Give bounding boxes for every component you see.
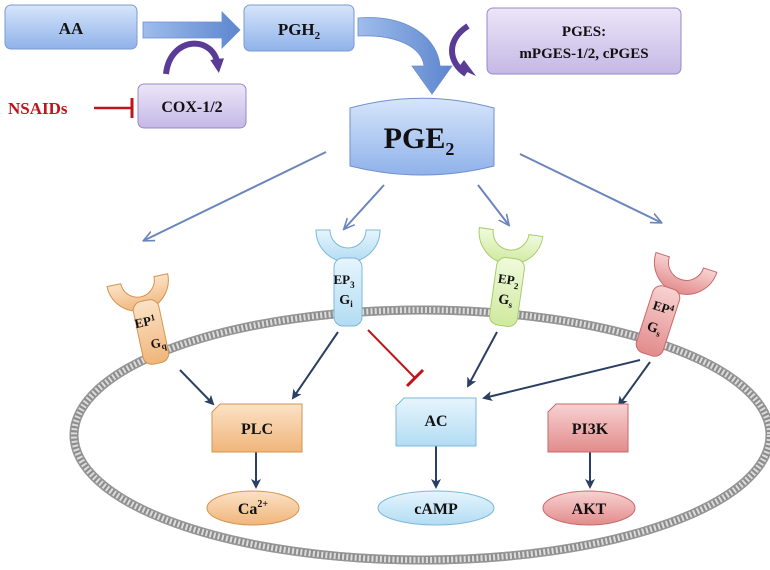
pge2-banner	[349, 97, 495, 176]
ep2-g-label: Gs	[497, 292, 514, 310]
pges-box	[486, 7, 682, 75]
ep2-receptor: EP2 Gs	[478, 227, 544, 327]
akt-oval	[542, 490, 636, 526]
ep2-label: EP2	[497, 271, 521, 292]
ep3-ligand-cup	[315, 229, 381, 263]
nsaids-inhibition	[94, 98, 134, 118]
plc-label: PLC	[241, 421, 273, 438]
ep3-ac-inhibition	[367, 329, 425, 388]
signaling-arrows	[179, 331, 651, 489]
pgh-to-pge-arrow	[357, 17, 453, 95]
ep4-receptor: EP4 Gs	[635, 251, 718, 357]
cox-box	[137, 83, 247, 129]
cell-membrane	[69, 305, 770, 565]
pi3k-label: PI3K	[572, 421, 609, 438]
aa-to-pgh-arrow	[142, 11, 241, 49]
pgh2-box	[243, 4, 355, 52]
ep4-body	[635, 285, 681, 357]
camp-label: cAMP	[414, 501, 458, 518]
pi3k-box	[547, 403, 629, 453]
ep3-body	[333, 257, 363, 327]
ep4-label: EP4	[651, 297, 676, 318]
ep1-label: EP1	[133, 312, 157, 331]
pges-enzymes: mPGES-1/2, cPGES	[519, 46, 648, 62]
pges-curved-arrow	[449, 23, 470, 77]
ep1-receptor: EP1 Gq	[106, 273, 170, 365]
pge2-label: PGE2	[384, 122, 455, 159]
camp-oval	[377, 490, 495, 526]
cox-curved-arrow	[163, 40, 225, 75]
aa-label: AA	[59, 19, 84, 38]
pges-arrow-head	[458, 60, 476, 76]
ca-oval	[206, 490, 300, 526]
pges-title: PGES:	[562, 24, 606, 40]
pgh2-label: PGH2	[278, 20, 321, 42]
ep1-body	[132, 299, 170, 365]
ep2-ligand-cup	[478, 227, 544, 265]
akt-label: AKT	[572, 501, 607, 518]
nsaids-label: NSAIDs	[8, 99, 68, 118]
plc-box	[211, 403, 303, 453]
ep3-g-label: Gi	[339, 293, 353, 309]
ep4-g-label: Gs	[645, 319, 664, 339]
cox-label: COX-1/2	[161, 99, 222, 116]
ca-label: Ca2+	[238, 499, 269, 518]
ep3-label: EP3	[333, 272, 355, 290]
ac-box	[395, 397, 477, 447]
pge2-to-receptor-arrows	[145, 151, 660, 240]
aa-box	[4, 4, 138, 50]
ep4-ligand-cup	[653, 251, 718, 295]
ac-label: AC	[424, 413, 447, 430]
ep1-g-label: Gq	[149, 334, 167, 354]
ep2-body	[489, 257, 525, 327]
ep3-receptor: EP3 Gi	[315, 229, 381, 327]
